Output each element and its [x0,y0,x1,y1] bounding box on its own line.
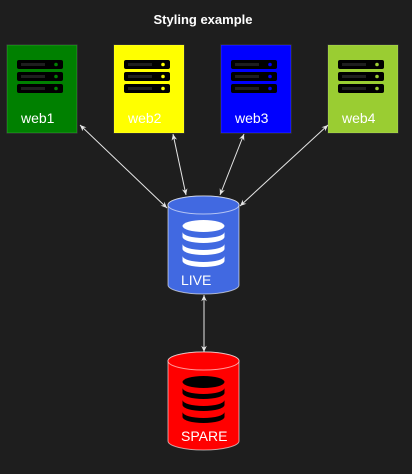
node-spare-label: SPARE [181,428,227,444]
diagram-title: Styling example [154,12,253,27]
node-spare-cylinder-top [167,351,240,371]
database-stack-icon [182,220,225,267]
node-web3-label: web3 [234,110,269,126]
edges-layer [79,124,329,352]
node-live-cylinder-top [167,195,240,215]
server-rack-icon [338,60,384,93]
node-web1[interactable]: web1 [6,44,78,134]
edge-web4-live [239,124,329,207]
node-web2-label: web2 [127,110,162,126]
node-spare[interactable]: SPARE [167,351,240,451]
node-web1-label: web1 [20,110,55,126]
server-rack-icon [231,60,277,93]
server-rack-icon [124,60,170,93]
node-web3[interactable]: web3 [220,44,292,134]
node-web4[interactable]: web4 [327,44,399,134]
edge-web1-live [79,124,168,209]
edge-web2-live [171,133,188,196]
edge-web3-live [219,133,245,196]
database-stack-icon [182,376,225,423]
server-rack-icon [17,60,63,93]
node-web2[interactable]: web2 [113,44,185,134]
node-live-label: LIVE [181,272,211,288]
node-web4-label: web4 [341,110,376,126]
node-live[interactable]: LIVE [167,195,240,295]
